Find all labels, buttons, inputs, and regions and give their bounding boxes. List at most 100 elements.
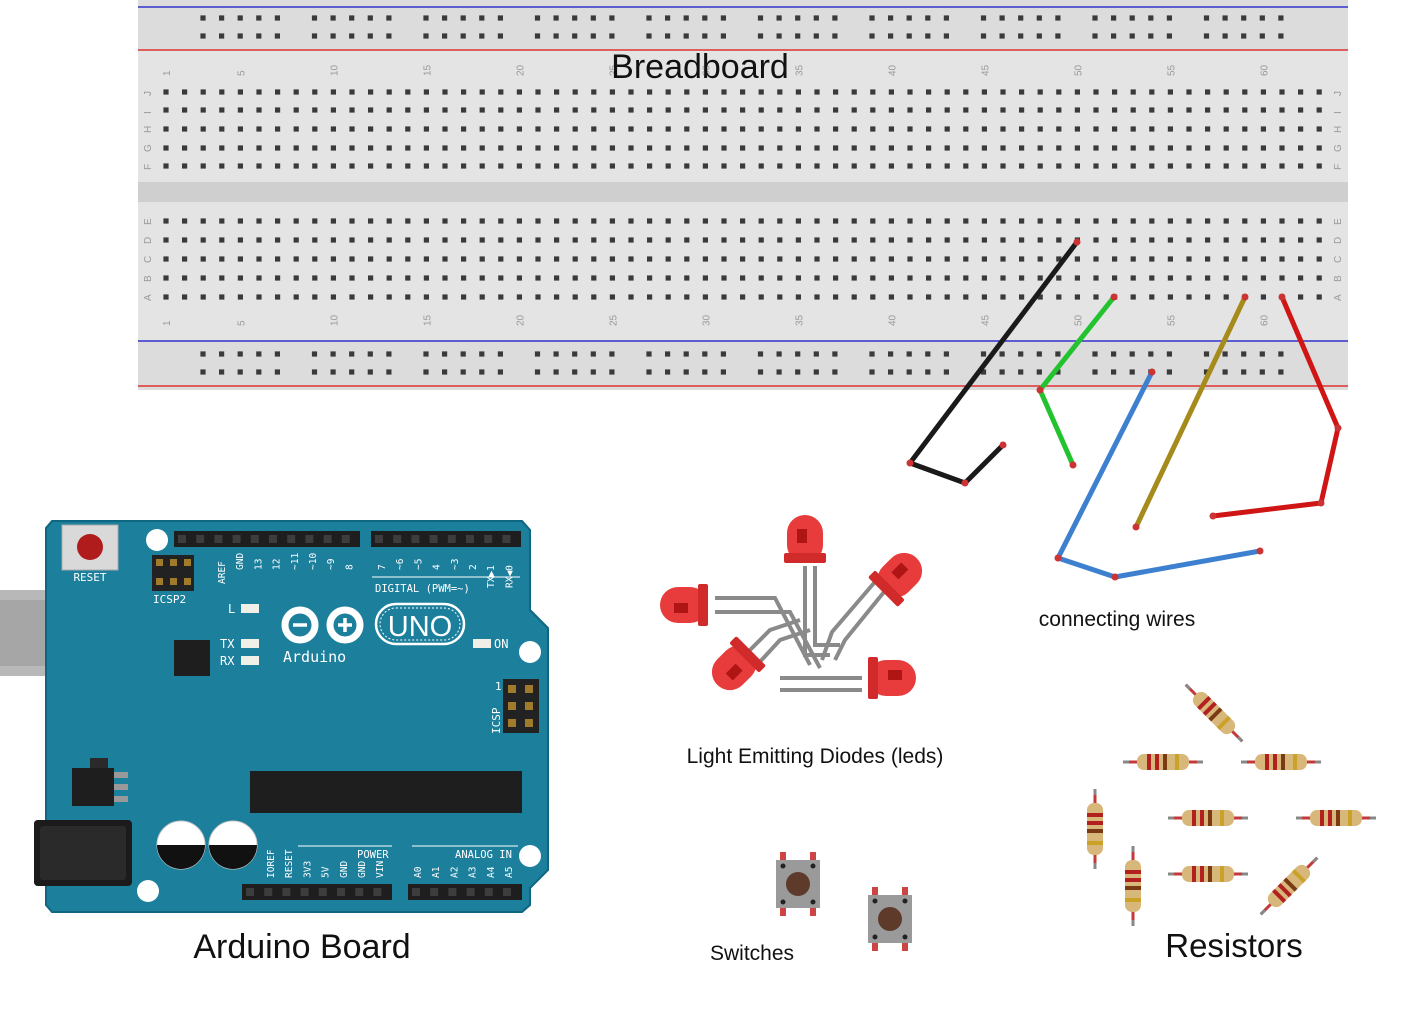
digital-pin-label: GND [235,553,246,570]
breadboard-labels: 1155101015152020252530303535404045455050… [143,64,1344,326]
reset-label: RESET [73,571,106,584]
icsp-label: ICSP [490,707,503,734]
on-label: ON [494,637,508,651]
power-header [242,884,392,900]
row-letter: B [1333,275,1344,282]
atmega-chip [250,771,522,813]
column-number: 25 [608,64,619,76]
icsp-header [503,679,539,733]
resistor [1168,810,1248,826]
led-l-label: L [228,602,235,616]
column-number: 35 [794,314,805,326]
power-pin-label: RESET [284,849,295,878]
analog-pin-label: A1 [431,866,442,878]
resistor [1259,856,1319,916]
row-letter: D [1333,237,1344,244]
rx-label: RX [220,654,235,668]
breadboard-holes [163,15,1322,375]
digital-pin-label: ~5 [413,559,424,570]
resistors [1087,683,1376,926]
resistor [1125,846,1141,926]
digital-pin-label: ~6 [395,558,406,570]
analog-pin-label: A2 [449,867,460,878]
digital-pin-label: AREF [217,561,228,584]
power-pin-label: GND [357,861,368,878]
power-pin-label: VIN [375,861,386,878]
led-red [784,515,826,563]
digital-pin-label: ~3 [450,559,461,570]
mounting-hole [519,641,541,663]
column-number: 1 [162,320,173,326]
row-letter: E [143,218,154,225]
column-number: 5 [236,70,247,76]
arduino-logo [281,606,364,644]
column-number: 20 [515,314,526,326]
led-l [241,604,259,613]
wire-brown [1133,294,1248,530]
row-letter: I [1333,111,1344,114]
column-number: 40 [887,64,898,76]
resistor [1087,789,1103,869]
capacitor [156,820,206,870]
column-number: 40 [887,314,898,326]
analog-pin-label: A4 [486,866,497,878]
connecting-wires [906,238,1342,581]
leds [660,515,923,699]
digital-pin-label: 4 [432,564,443,570]
column-number: 60 [1259,64,1270,76]
row-letter: C [143,256,154,263]
column-number: 5 [236,320,247,326]
column-number: 1 [162,70,173,76]
power-label: POWER [357,849,389,861]
row-letter: F [1333,164,1344,170]
led-tx [241,639,259,648]
wire-black [907,239,1080,486]
model-label: UNO [388,611,452,643]
digital-header-left [174,531,360,547]
push-switch [868,887,912,951]
column-number: 30 [701,64,712,76]
digital-label: DIGITAL (PWM=~) [375,583,470,595]
column-number: 30 [701,314,712,326]
column-number: 10 [329,64,340,76]
icsp-pin1-label: 1 [495,680,502,693]
voltage-regulator [72,758,128,806]
analog-pin-label: A3 [468,867,479,878]
row-letter: J [143,91,154,96]
row-letter: H [143,126,154,133]
column-number: 45 [980,64,991,76]
led-red [868,657,916,699]
column-number: 50 [1073,64,1084,76]
row-letter: A [1333,294,1344,301]
row-letter: D [143,237,154,244]
power-pin-label: GND [339,861,350,878]
row-letter: J [1333,91,1344,96]
usb-chip [174,640,210,676]
resistor [1296,810,1376,826]
arduino-logo-symbols [293,618,352,632]
capacitor [208,820,258,870]
digital-pin-label: 2 [468,564,479,570]
led-red [868,552,923,607]
resistors-caption: Resistors [1165,927,1303,964]
arduino-caption: Arduino Board [193,928,410,966]
icsp2-header [152,555,194,591]
column-number: 45 [980,314,991,326]
column-number: 35 [794,64,805,76]
digital-pin-label: TX▶1 [486,565,497,588]
power-pin-label: 5V [321,866,332,878]
row-letter: H [1333,126,1344,133]
analog-pin-label: A5 [504,867,515,878]
digital-pin-label: 8 [344,564,355,570]
digital-header-right [371,531,521,547]
uno-badge: UNO [374,602,466,646]
digital-pin-label: 13 [253,559,264,570]
power-pin-label: 3V3 [302,861,313,878]
resistor [1168,866,1248,882]
resistor [1123,754,1203,770]
switches-caption: Switches [710,942,794,965]
